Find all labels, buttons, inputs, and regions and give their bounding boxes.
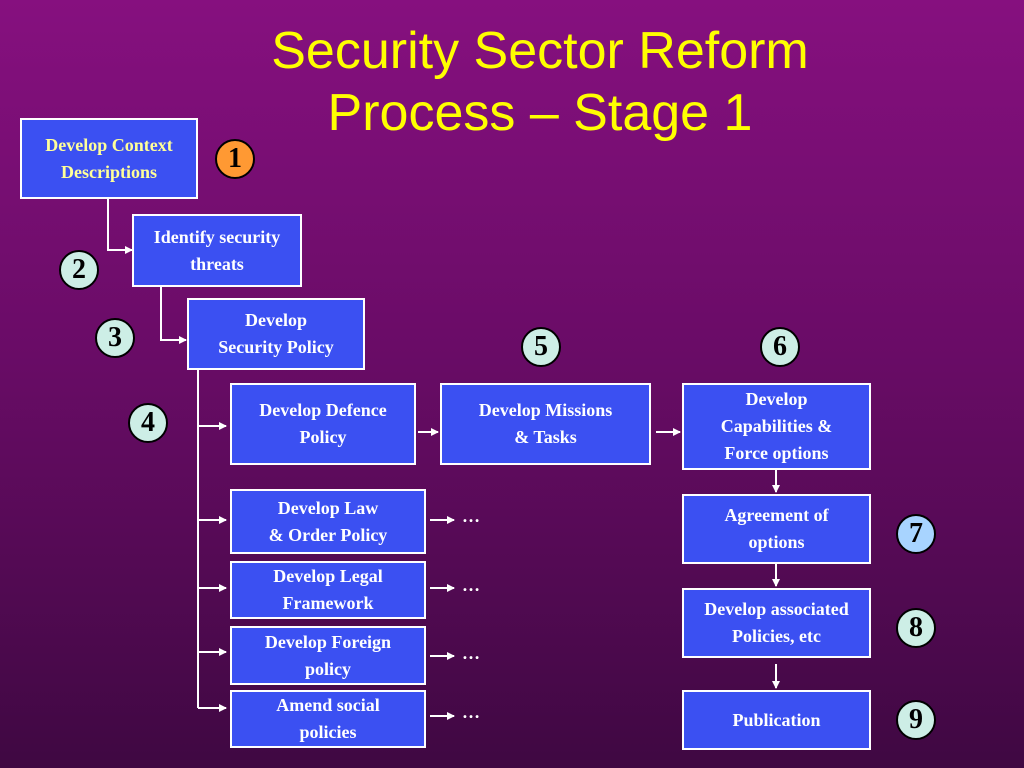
box-legal-framework: Develop Legal Framework	[230, 561, 426, 619]
box-security-policy: Develop Security Policy	[187, 298, 365, 370]
box-law-order: Develop Law & Order Policy	[230, 489, 426, 554]
ellipsis-social: …	[462, 702, 483, 722]
step-badge-9: 9	[896, 700, 936, 740]
slide-title: Security Sector Reform Process – Stage 1	[190, 20, 890, 144]
title-line-2: Process – Stage 1	[327, 84, 753, 142]
box-develop-context: Develop Context Descriptions	[20, 118, 198, 199]
step-badge-5: 5	[521, 327, 561, 367]
ellipsis-foreign: …	[462, 643, 483, 663]
step-badge-1: 1	[215, 139, 255, 179]
step-badge-3: 3	[95, 318, 135, 358]
box-agreement: Agreement of options	[682, 494, 871, 564]
ellipsis-law: …	[462, 506, 483, 526]
step-badge-2: 2	[59, 250, 99, 290]
box-defence-policy: Develop Defence Policy	[230, 383, 416, 465]
connector-threats-security	[160, 287, 187, 344]
step-badge-8: 8	[896, 608, 936, 648]
step-badge-4: 4	[128, 403, 168, 443]
box-identify-threats: Identify security threats	[132, 214, 302, 287]
box-foreign-policy: Develop Foreign policy	[230, 626, 426, 685]
connector-context-threats	[107, 199, 133, 254]
step-badge-7: 7	[896, 514, 936, 554]
box-missions-tasks: Develop Missions & Tasks	[440, 383, 651, 465]
box-social-policies: Amend social policies	[230, 690, 426, 748]
box-associated-policies: Develop associated Policies, etc	[682, 588, 871, 658]
box-capabilities: Develop Capabilities & Force options	[682, 383, 871, 470]
step-badge-6: 6	[760, 327, 800, 367]
ellipsis-legal: …	[462, 575, 483, 595]
box-publication: Publication	[682, 690, 871, 750]
title-line-1: Security Sector Reform	[271, 22, 809, 80]
